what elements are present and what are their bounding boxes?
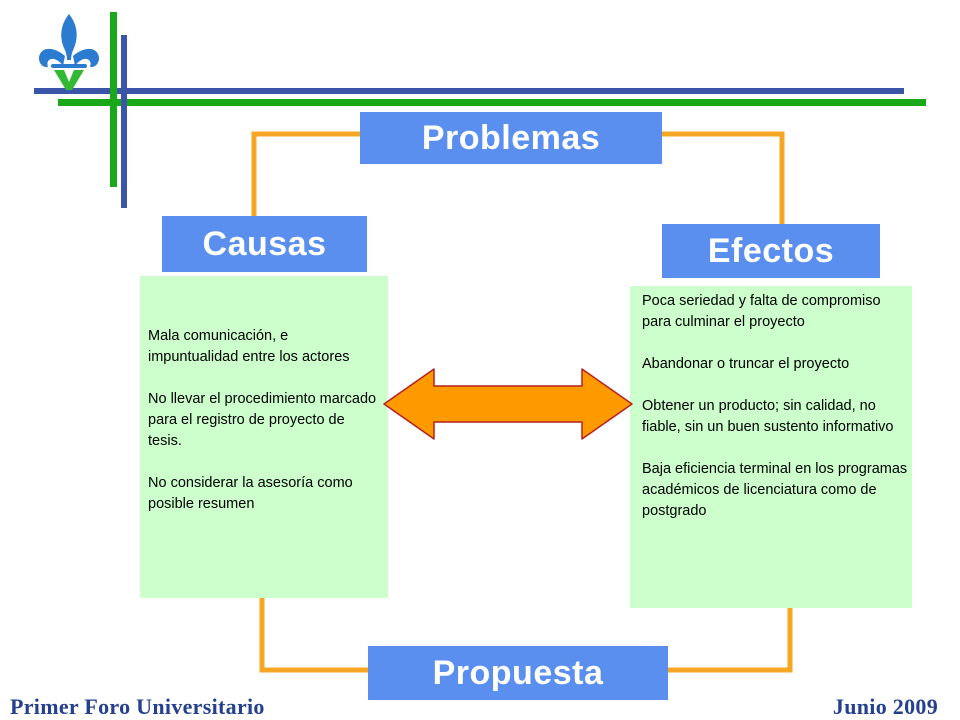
double-headed-arrow	[383, 368, 633, 440]
efecto-item: Poca seriedad y falta de compromiso para…	[642, 293, 881, 330]
top-blue-bar	[34, 88, 904, 94]
left-blue-bar	[121, 35, 127, 208]
left-green-bar	[110, 12, 117, 187]
propuesta-label: Propuesta	[432, 653, 604, 692]
efecto-item: Abandonar o truncar el proyecto	[642, 356, 850, 372]
causa-item: No llevar el procedimiento marcado para …	[148, 391, 377, 449]
connector-efectos-propuesta	[668, 608, 793, 673]
connector-problemas-efectos	[662, 131, 785, 226]
footer-left: Primer Foro Universitario	[10, 694, 265, 719]
causa-item: No considerar la asesoría como posible r…	[148, 475, 353, 512]
causa-item: Mala comunicación, e impuntualidad entre…	[148, 328, 350, 365]
efectos-label: Efectos	[707, 231, 835, 270]
efecto-item: Baja eficiencia terminal en los programa…	[642, 461, 908, 519]
causas-textbox: Mala comunicación, e impuntualidad entre…	[140, 276, 388, 598]
top-green-bar	[58, 99, 926, 106]
causas-box: Causas	[162, 216, 367, 272]
propuesta-box: Propuesta	[368, 646, 668, 700]
logo-v-mark	[54, 70, 84, 90]
footer-right: Junio 2009	[832, 694, 938, 719]
problemas-label: Problemas	[421, 118, 601, 157]
efectos-textbox: Poca seriedad y falta de compromiso para…	[630, 286, 912, 608]
fleur-de-lis-v-logo	[38, 14, 100, 90]
connector-causas-propuesta	[259, 598, 370, 673]
problemas-box: Problemas	[360, 112, 662, 164]
connector-problemas-causas	[251, 131, 360, 218]
causas-label: Causas	[202, 224, 327, 263]
efectos-box: Efectos	[662, 224, 880, 278]
efecto-item: Obtener un producto; sin calidad, no fia…	[642, 398, 894, 435]
